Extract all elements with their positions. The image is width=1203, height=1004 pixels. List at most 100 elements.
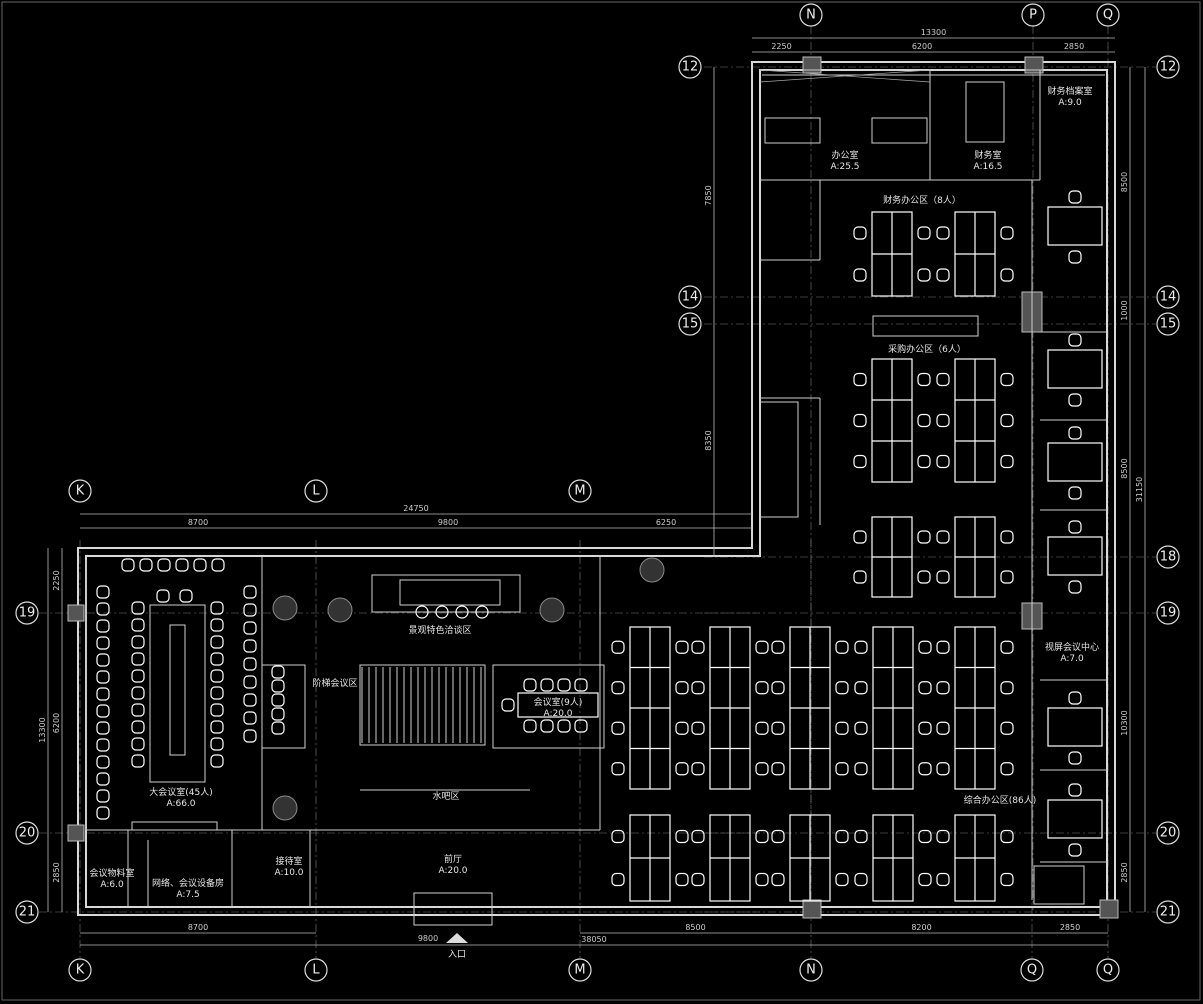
room-area: A:7.0 [1060,654,1084,664]
chair [1000,372,1014,387]
plant-icon [327,597,353,623]
chair [691,762,705,776]
chair [523,678,537,692]
dimension-text: 6250 [656,518,676,527]
chair [854,872,868,887]
dimension-text: 2850 [52,862,61,882]
chair [157,558,171,572]
room-name: 会议物料室 [89,867,134,879]
grid-label: 21 [19,905,36,920]
room-area: A:20.0 [543,709,572,719]
column [1099,899,1119,919]
chair [691,872,705,887]
dimension-text: 9800 [438,518,458,527]
chair [835,681,849,695]
chair [675,721,689,735]
room-name: 景观特色洽谈区 [408,624,471,636]
grid-label: 12 [682,60,699,75]
room-name: 水吧区 [432,790,459,802]
chair [936,454,950,469]
room-name: 会议室(9人) [534,696,583,708]
chair [1000,872,1014,887]
chair [936,640,950,654]
chair [1068,843,1082,857]
chair [1000,570,1014,584]
chair [243,585,257,599]
room-area: A:20.0 [438,866,467,876]
chair [936,570,950,584]
chair [853,226,867,240]
grid-label: M [574,484,585,499]
finance-desk [965,81,1005,143]
grid-bubble [568,958,592,982]
bar-stool [435,605,449,619]
boardroom-table-inner [169,624,186,756]
credenza [872,315,979,337]
chair [835,872,849,887]
chair [96,670,110,684]
chair [540,678,554,692]
chair [771,872,785,887]
chair [210,618,224,632]
chair [771,721,785,735]
chair [917,226,931,240]
chair [854,829,868,844]
chair [96,653,110,667]
chair [210,635,224,649]
chair [501,698,515,712]
chair [936,872,950,887]
chair [131,635,145,649]
chair [936,681,950,695]
dimension-text: 31150 [1135,477,1144,502]
chair [835,640,849,654]
dimension-text: 1000 [1120,300,1129,320]
dimension-text: 2850 [1060,923,1080,932]
chair [1000,681,1014,695]
room-name: 财务办公区（8人） [883,194,961,206]
grid-bubble [1156,821,1180,845]
chair [755,829,769,844]
chair [675,829,689,844]
chair [918,762,932,776]
chair [210,754,224,768]
chair [936,268,950,282]
chair [918,681,932,695]
dimension-text: 8200 [911,923,931,932]
column [802,899,822,919]
room-name: 采购办公区（6人） [888,343,966,355]
grid-bubble [1156,55,1180,79]
dimension-text: 24750 [403,504,428,513]
chair [691,640,705,654]
chair [755,640,769,654]
chair [917,570,931,584]
grid-label: 21 [1160,905,1177,920]
chair [771,681,785,695]
dimension-text: 2850 [1064,42,1084,51]
plant-icon [639,557,665,583]
chair [611,721,625,735]
chair [691,721,705,735]
chair [243,711,257,725]
grid-bubble [1156,900,1180,924]
plant-icon [539,597,565,623]
room-area: A:7.5 [176,890,199,900]
dimension-text: 6200 [912,42,932,51]
chair [835,721,849,735]
grid-label: 15 [1160,317,1177,332]
chair [210,686,224,700]
chair [96,772,110,786]
desk [1047,206,1103,246]
grid-bubble [15,900,39,924]
chair [131,669,145,683]
chair [96,738,110,752]
chair [131,737,145,751]
chair [917,454,931,469]
dimension-text: 8700 [188,518,208,527]
chair [611,872,625,887]
room-name: 网络、会议设备房 [152,877,224,889]
grid-bubble [15,821,39,845]
chair [211,558,225,572]
grid-bubble [1096,3,1120,27]
chair [936,530,950,544]
